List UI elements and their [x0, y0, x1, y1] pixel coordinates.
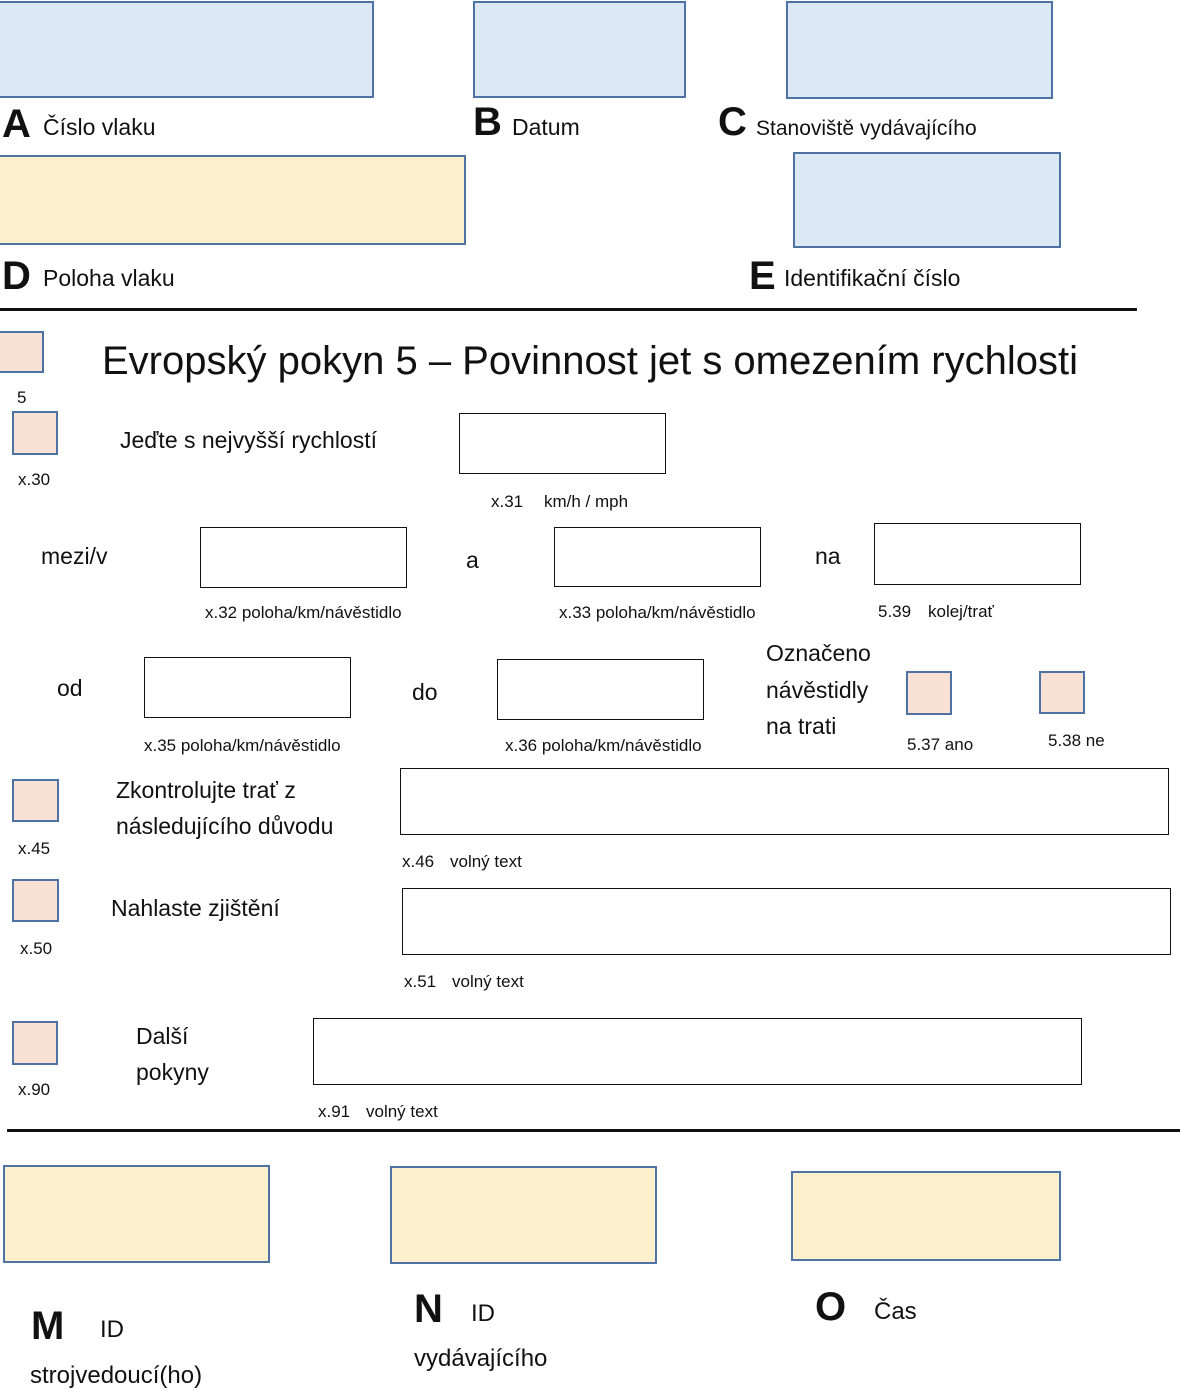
speed-unit-label: km/h / mph	[544, 492, 629, 511]
max-speed-label: Jeďte s nejvyšší rychlostí	[120, 427, 377, 453]
and-label: a	[466, 547, 479, 573]
driver-id-label-line2: strojvedoucí(ho)	[30, 1362, 203, 1389]
x90-checkbox[interactable]	[12, 1021, 58, 1065]
marked-no-checkbox[interactable]	[1039, 671, 1085, 714]
x32-location-input[interactable]	[200, 527, 407, 588]
issuer-station-field[interactable]	[786, 1, 1053, 99]
x32-location-label: x.32 poloha/km/návěstidlo	[205, 603, 402, 622]
field-letter-e: E	[749, 254, 776, 298]
x91-free-text-label: volný text	[366, 1102, 438, 1121]
check-track-reason-input[interactable]	[400, 768, 1169, 835]
marked-yes-checkbox[interactable]	[906, 671, 952, 715]
page-title: Evropský pokyn 5 – Povinnost jet s omeze…	[102, 339, 1078, 383]
marked-label-line3: na trati	[766, 713, 837, 739]
issuer-id-label-line1: ID	[471, 1300, 495, 1327]
x51-code: x.51	[404, 972, 437, 991]
train-position-field[interactable]	[0, 155, 466, 245]
on-label: na	[815, 543, 841, 569]
x91-code: x.91	[318, 1102, 351, 1121]
driver-id-label-line1: ID	[100, 1316, 124, 1343]
f539-code: 5.39	[878, 602, 912, 621]
further-instructions-label-line1: Další	[136, 1023, 189, 1049]
x36-location-label: x.36 poloha/km/návěstidlo	[505, 736, 702, 755]
x51-free-text-label: volný text	[452, 972, 524, 991]
x46-free-text-label: volný text	[450, 852, 522, 871]
x50-checkbox[interactable]	[12, 879, 59, 922]
date-label: Datum	[512, 114, 580, 140]
train-position-label: Poloha vlaku	[43, 265, 175, 291]
x46-code: x.46	[402, 852, 435, 871]
field-letter-a: A	[2, 102, 31, 146]
train-number-label: Číslo vlaku	[43, 114, 156, 140]
marked-yes-label: 5.37 ano	[907, 735, 974, 754]
marked-label-line1: Označeno	[766, 640, 871, 666]
field-letter-b: B	[473, 100, 502, 144]
marked-label-line2: návěstidly	[766, 677, 869, 703]
report-findings-label: Nahlaste zjištění	[111, 895, 280, 921]
from-label: od	[57, 675, 83, 701]
issuer-id-label-line2: vydávajícího	[414, 1345, 548, 1372]
x35-location-label: x.35 poloha/km/návěstidlo	[144, 736, 341, 755]
instruction-5-checkbox[interactable]	[0, 331, 44, 373]
identification-number-label: Identifikační číslo	[784, 265, 961, 291]
to-label: do	[412, 679, 438, 705]
issuer-id-field[interactable]	[390, 1166, 657, 1264]
track-line-label: kolej/trať	[928, 602, 994, 621]
x45-code: x.45	[18, 839, 51, 858]
x36-location-input[interactable]	[497, 659, 704, 720]
x33-location-input[interactable]	[554, 527, 761, 587]
check-track-label-line2: následujícího důvodu	[116, 813, 334, 839]
field-letter-o: O	[815, 1285, 847, 1329]
x31-code: x.31	[491, 492, 524, 511]
instruction-5-code: 5	[17, 388, 27, 407]
driver-id-field[interactable]	[3, 1165, 270, 1263]
x33-location-label: x.33 poloha/km/návěstidlo	[559, 603, 756, 622]
time-label: Čas	[874, 1298, 917, 1325]
field-letter-d: D	[2, 254, 31, 298]
x30-checkbox[interactable]	[12, 411, 58, 455]
x35-location-input[interactable]	[144, 657, 351, 718]
train-number-field[interactable]	[0, 1, 374, 98]
header-divider	[0, 308, 1137, 311]
check-track-label-line1: Zkontrolujte trať z	[116, 777, 296, 803]
time-field[interactable]	[791, 1171, 1061, 1261]
marked-no-label: 5.38 ne	[1048, 731, 1105, 750]
x30-code: x.30	[18, 470, 51, 489]
field-letter-m: M	[31, 1304, 65, 1348]
date-field[interactable]	[473, 1, 686, 98]
track-line-input[interactable]	[874, 523, 1081, 585]
further-instructions-label-line2: pokyny	[136, 1059, 209, 1085]
issuer-station-label: Stanoviště vydávajícího	[756, 117, 977, 140]
further-instructions-input[interactable]	[313, 1018, 1082, 1085]
x50-code: x.50	[20, 939, 53, 958]
footer-divider	[7, 1129, 1180, 1132]
x45-checkbox[interactable]	[12, 779, 59, 822]
between-label: mezi/v	[41, 543, 108, 569]
identification-number-field[interactable]	[793, 152, 1061, 248]
report-findings-input[interactable]	[402, 888, 1171, 955]
x90-code: x.90	[18, 1080, 51, 1099]
field-letter-n: N	[414, 1287, 443, 1331]
max-speed-input[interactable]	[459, 413, 666, 474]
field-letter-c: C	[718, 100, 747, 144]
